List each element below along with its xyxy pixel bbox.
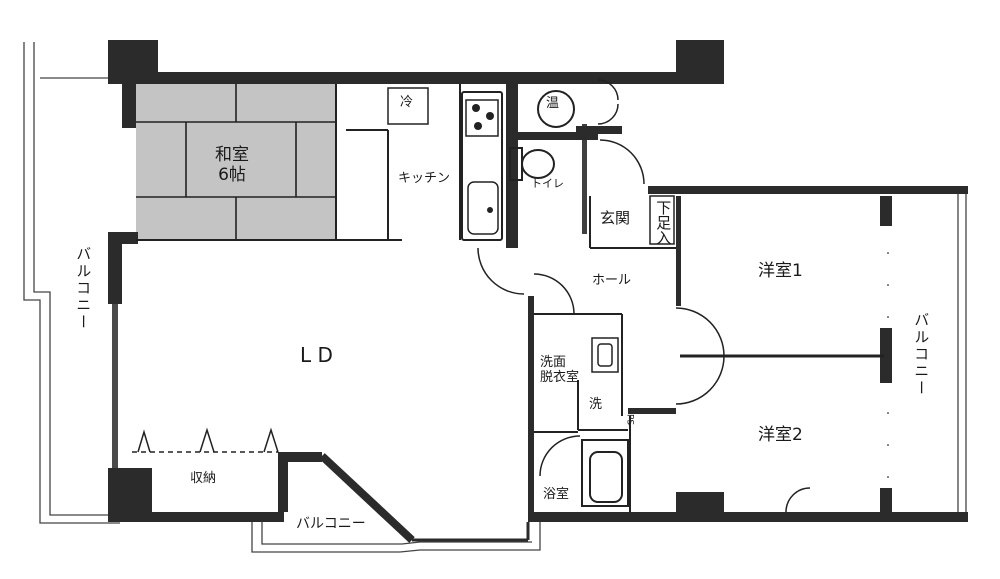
- washitsu-label: 和室 6帖: [215, 145, 249, 185]
- south-balcony-outline: [251, 522, 541, 553]
- east-balcony-outline: [887, 194, 967, 512]
- storage-area: [132, 427, 279, 453]
- stove-burners: [472, 104, 494, 213]
- water-heater-label: 温: [546, 96, 560, 111]
- genkan-label: 玄関: [600, 209, 631, 227]
- water-heater-icon: [537, 90, 575, 128]
- kitchen-label: キッチン: [398, 171, 451, 186]
- storage-label: 収納: [190, 471, 217, 486]
- getabako-label: 下足入: [654, 200, 673, 245]
- south-balcony-label: バルコニー: [296, 516, 366, 532]
- washitsu-name: 和室: [215, 145, 249, 165]
- walls: [108, 40, 968, 522]
- yokushitsu-label: 浴室: [543, 487, 570, 502]
- yoshitsu1-label: 洋室1: [758, 261, 803, 281]
- door-swings: [477, 79, 811, 513]
- tatami-room: [136, 84, 336, 240]
- ps-label: PS: [624, 414, 635, 426]
- yoshitsu2-label: 洋室2: [758, 425, 803, 445]
- washer-label: 洗: [589, 397, 603, 412]
- washitsu-size: 6帖: [218, 164, 246, 185]
- shoe-cabinet: [649, 195, 675, 245]
- ld-label: L D: [300, 343, 333, 367]
- toilet-label: トイレ: [531, 177, 564, 190]
- kitchen-counter: [461, 91, 503, 241]
- west-balcony-outline: [23, 42, 120, 524]
- senmen-line2: 脱衣室: [540, 369, 580, 385]
- east-balcony-label: バルコニー: [912, 312, 931, 397]
- senmen-line1: 洗面: [540, 355, 567, 370]
- fridge-label: 冷: [400, 95, 414, 110]
- fridge-box: [387, 87, 429, 125]
- angled-wall: [319, 453, 530, 543]
- bathtub-fixture: [581, 439, 629, 507]
- toilet-fixture: [509, 147, 555, 181]
- senmen-label: 洗面 脱衣室: [540, 355, 580, 386]
- hall-label: ホール: [592, 273, 632, 288]
- west-balcony-label: バルコニー: [74, 246, 93, 331]
- partitions: [136, 84, 884, 512]
- washbasin-fixture: [591, 337, 619, 373]
